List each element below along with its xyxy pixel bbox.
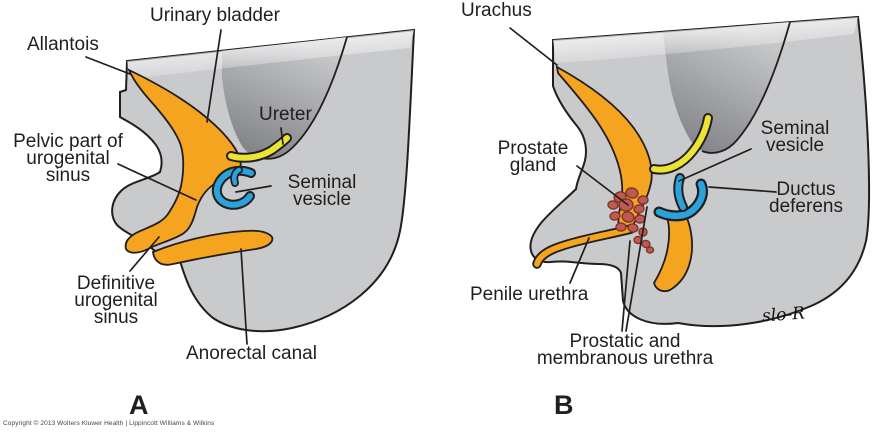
- label-urachus: Urachus: [461, 0, 532, 21]
- panel-b-drawing: [509, 15, 871, 332]
- label-ureter: Ureter: [259, 104, 312, 125]
- label-ductus-deferens: Ductus deferens: [769, 179, 843, 217]
- body-highlight-b: [553, 17, 858, 63]
- label-seminal-vesicle-b: Seminal vesicle: [760, 118, 830, 156]
- label-urinary-bladder: Urinary bladder: [150, 5, 280, 26]
- pelvic-cavity-shading-b: [663, 22, 790, 153]
- seminal-vesicle-leader-line-b: [678, 148, 752, 182]
- panel-a-drawing: [85, 28, 416, 345]
- cavity-outline-b: [701, 21, 791, 154]
- prostatic-urethra-leader-line-1: [621, 240, 631, 332]
- seminal-vesicle-leader-line-a: [235, 185, 272, 193]
- ductus-deferens-leader-line: [708, 186, 777, 193]
- allantois-leader-line: [85, 56, 131, 75]
- label-definitive-sinus: Definitive urogenital sinus: [74, 273, 158, 328]
- prostate-gland-cluster: [607, 187, 655, 254]
- body-highlight-a: [127, 30, 414, 79]
- illustrator-signature: slo-R: [761, 303, 806, 327]
- cavity-outline-a: [259, 36, 348, 160]
- ureter-tube-a: [228, 135, 290, 161]
- panel-letter-a: A: [129, 390, 149, 420]
- ductus-deferens-tube: [655, 180, 706, 220]
- ureter-leader-line: [280, 127, 284, 145]
- prostatic-urethra-leader-line-2: [625, 206, 648, 332]
- label-allantois: Allantois: [27, 34, 99, 55]
- definitive-sinus-leader-line: [129, 236, 160, 272]
- pelvic-part-leader-line: [117, 163, 197, 201]
- seminal-vesicle-spur-a: [231, 167, 242, 186]
- label-prostatic-membranous-urethra: Prostatic and membranous urethra: [536, 331, 714, 369]
- pelvic-cavity-shading-a: [222, 37, 347, 160]
- label-prostate-gland: Prostate gland: [497, 138, 569, 176]
- urinary-bladder-leader-line: [206, 29, 222, 123]
- anorectal-canal-shape: [152, 229, 274, 266]
- prostate-gland-leader-line: [576, 165, 629, 206]
- label-pelvic-part: Pelvic part of urogenital sinus: [13, 131, 123, 186]
- ureter-tube-b: [651, 115, 711, 173]
- anorectal-canal-leader-line: [240, 248, 248, 345]
- label-seminal-vesicle-a: Seminal vesicle: [287, 172, 357, 210]
- copyright-line: Copyright © 2013 Wolters Kluwer Health |…: [3, 420, 215, 427]
- penile-urethra-leader-line: [569, 237, 590, 284]
- label-anorectal-canal: Anorectal canal: [186, 343, 317, 364]
- penile-urethra-tube: [534, 226, 634, 267]
- label-penile-urethra: Penile urethra: [470, 284, 589, 305]
- urachus-leader-line: [509, 27, 558, 66]
- panel-letter-b: B: [554, 390, 574, 420]
